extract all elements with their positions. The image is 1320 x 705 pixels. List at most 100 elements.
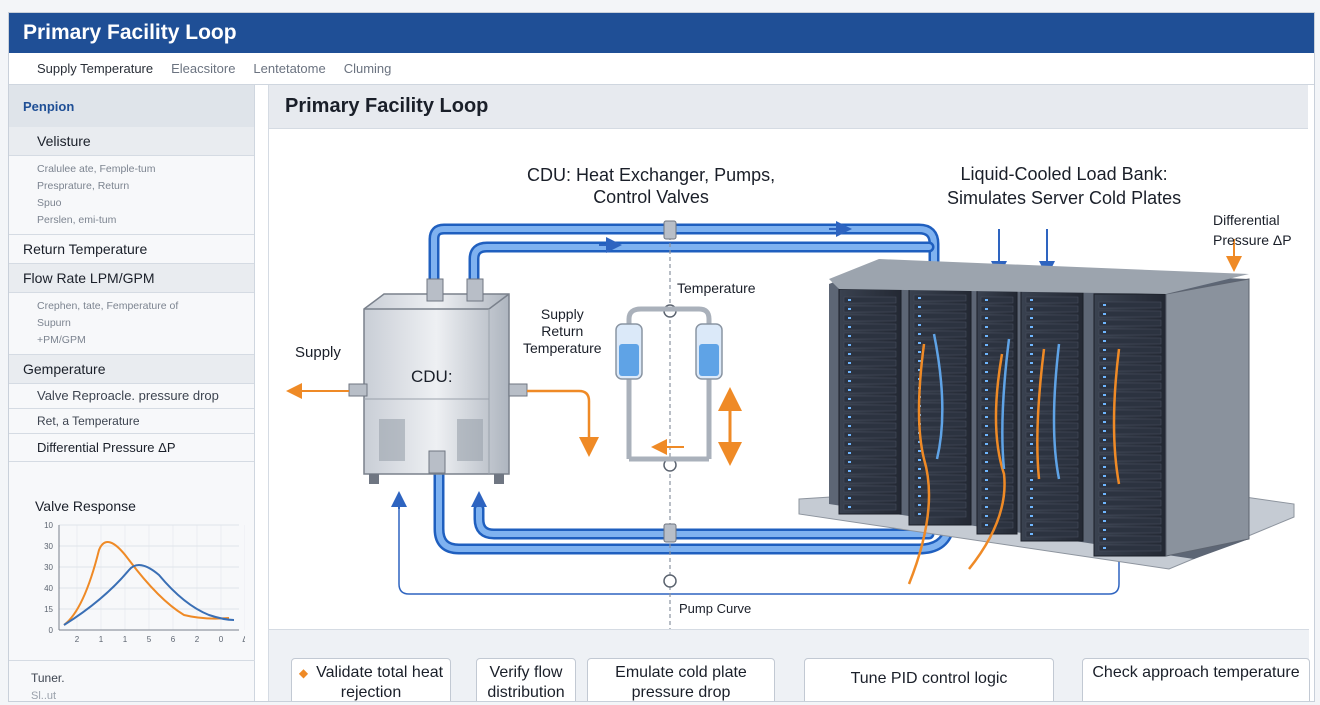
rack-led: [985, 488, 988, 490]
rack-slot: [843, 485, 897, 493]
rack-slot: [1025, 350, 1079, 358]
rack-slot: [843, 368, 897, 376]
tab-bar: Supply Temperature Eleacsitore Lentetato…: [9, 53, 1314, 85]
rack-led: [848, 506, 851, 508]
tab-3[interactable]: Lentetatome: [253, 61, 326, 76]
rack-slot: [843, 431, 897, 439]
sidebar-item-valve-reproacle[interactable]: Valve Reproacle. pressure drop: [9, 384, 254, 409]
rack-slot: [980, 503, 1014, 511]
rack-led: [1103, 412, 1106, 414]
rack-slot: [1098, 337, 1162, 345]
return-line: [398, 459, 1120, 595]
rack-slot: [980, 305, 1014, 313]
rack-led: [1030, 389, 1033, 391]
validate-heat-rejection-button[interactable]: ◆Validate total heat rejection: [291, 658, 451, 701]
rack-led: [848, 335, 851, 337]
sidebar-item-velisture[interactable]: Velisture: [9, 127, 254, 156]
x-tick-label: 1: [123, 635, 128, 644]
x-tick-label: 6: [171, 635, 176, 644]
rack-led: [1030, 434, 1033, 436]
rack-slot: [843, 494, 897, 502]
rack-led: [1103, 520, 1106, 522]
rack-led: [918, 315, 921, 317]
rack-slot: [1098, 544, 1162, 552]
rack-led: [848, 398, 851, 400]
rack-slot: [1025, 305, 1079, 313]
faded-line: Supurn: [37, 317, 71, 329]
tab-2[interactable]: Eleacsitore: [171, 61, 236, 76]
rack-led: [1103, 322, 1106, 324]
rack-led: [1030, 533, 1033, 535]
verify-flow-button[interactable]: Verify flow distribution: [476, 658, 576, 701]
tab-4[interactable]: Cluming: [343, 61, 392, 76]
sidebar-item-return-temperature[interactable]: Return Temperature: [9, 235, 254, 264]
rack-slot: [913, 312, 967, 320]
rack-led: [918, 324, 921, 326]
sidebar-footer: Tuner. Sl..ut: [9, 660, 255, 701]
sidebar-item-differential-pressure[interactable]: Differential Pressure ΔP: [9, 434, 254, 462]
rack-slot: [980, 449, 1014, 457]
rack-led: [1030, 425, 1033, 427]
rack-led: [985, 479, 988, 481]
rack-led: [848, 371, 851, 373]
rack-led: [848, 344, 851, 346]
rack-slot: [1025, 422, 1079, 430]
rack-slot: [1025, 476, 1079, 484]
rack-led: [1103, 511, 1106, 513]
rack-slot: [1025, 341, 1079, 349]
rack-slots: [843, 294, 1162, 552]
rack-led: [1030, 326, 1033, 328]
rack-slot: [1025, 467, 1079, 475]
rack-led: [985, 470, 988, 472]
x-tick-label: 2: [195, 635, 200, 644]
rack-slot: [1025, 359, 1079, 367]
rack-led: [848, 416, 851, 418]
rack-led: [848, 461, 851, 463]
rack-led: [1103, 376, 1106, 378]
rack-led: [985, 452, 988, 454]
rack-led: [1030, 515, 1033, 517]
diagram-svg: [286, 220, 1295, 629]
faded-line: Presprature, Return: [37, 180, 130, 192]
rack-slot: [980, 332, 1014, 340]
rack-slot: [913, 384, 967, 392]
x-tick-label: 0: [219, 635, 224, 644]
sidebar-footer-label[interactable]: Tuner.: [31, 671, 65, 685]
faded-line: Crephen, tate, Femperature of: [37, 300, 179, 312]
rack-slot: [1025, 485, 1079, 493]
action-label: Check approach temperature: [1092, 664, 1300, 681]
rack-led: [918, 513, 921, 515]
sidebar-item-gemperature[interactable]: Gemperature: [9, 355, 254, 384]
rack-led: [985, 506, 988, 508]
sidebar-item-ret-temperature[interactable]: Ret, a Temperature: [9, 409, 254, 434]
rack-led: [848, 497, 851, 499]
rack-slot: [980, 476, 1014, 484]
rack-slot: [1025, 386, 1079, 394]
rack-slot: [913, 510, 967, 518]
rack-led: [1103, 493, 1106, 495]
y-tick-label: 10: [44, 521, 53, 530]
rack-slot: [1025, 368, 1079, 376]
check-approach-temp-button[interactable]: Check approach temperature: [1082, 658, 1310, 701]
rack-led: [1103, 529, 1106, 531]
sidebar-item-flow-rate[interactable]: Flow Rate LPM/GPM: [9, 264, 254, 293]
rack-slot: [913, 465, 967, 473]
rack-led: [848, 353, 851, 355]
tab-supply-temperature[interactable]: Supply Temperature: [37, 61, 154, 76]
rack-led: [985, 353, 988, 355]
rack-slot: [980, 494, 1014, 502]
cdu-title-label: CDU: Heat Exchanger, Pumps, Control Valv…: [527, 165, 776, 207]
rack-slot: [843, 404, 897, 412]
rack-led: [1103, 430, 1106, 432]
load-bank-title: Liquid-Cooled Load Bank: Simulates Serve…: [947, 164, 1182, 208]
rack-led: [1030, 407, 1033, 409]
cdu-label: CDU:: [411, 367, 453, 386]
rack-led: [985, 335, 988, 337]
rack-led: [1030, 479, 1033, 481]
rack-slot: [913, 483, 967, 491]
rack-slot: [913, 339, 967, 347]
emulate-pressure-drop-button[interactable]: Emulate cold plate pressure drop: [587, 658, 775, 701]
tune-pid-button[interactable]: Tune PID control logic: [804, 658, 1054, 701]
rack-slot: [913, 321, 967, 329]
rack-led: [1103, 304, 1106, 306]
